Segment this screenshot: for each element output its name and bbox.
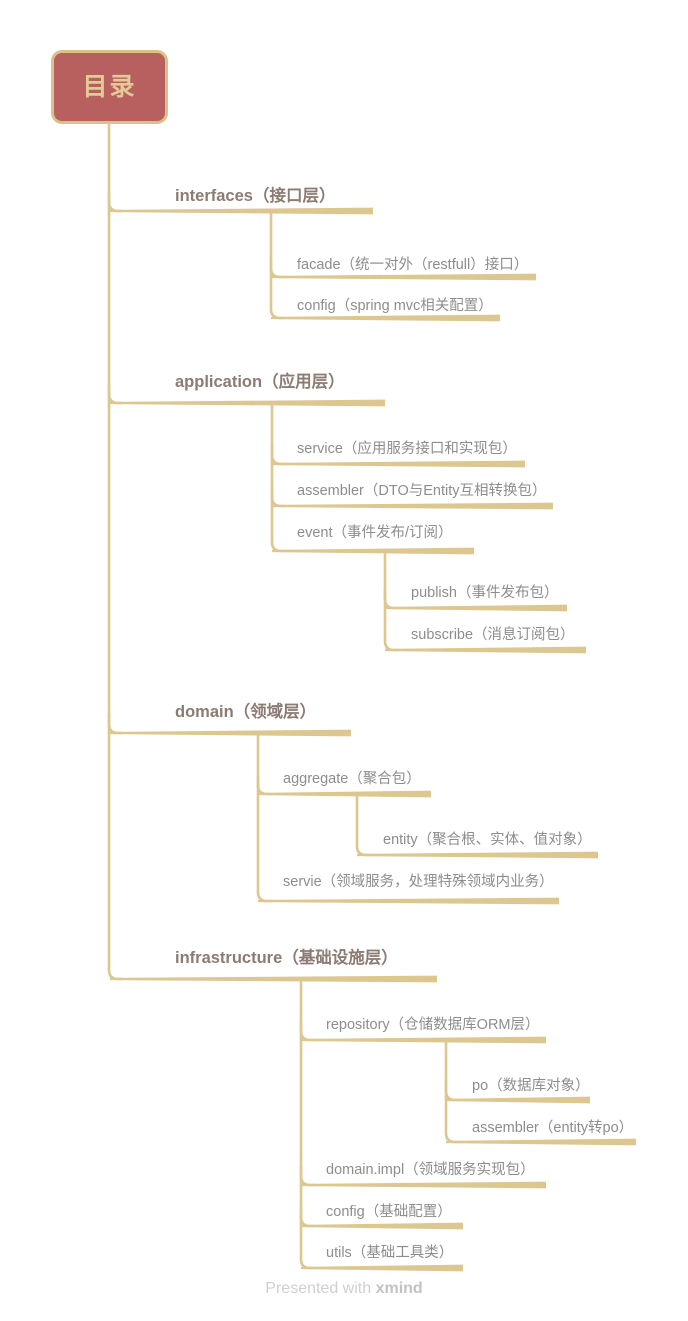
topic-label: infrastructure（基础设施层） — [175, 949, 398, 967]
topic-aggregate[interactable]: aggregate（聚合包） — [283, 772, 421, 787]
root-node-label: 目录 — [82, 72, 137, 101]
topic-servie[interactable]: servie（领域服务，处理特殊领域内业务） — [283, 875, 554, 890]
topic-event[interactable]: event（事件发布/订阅） — [297, 526, 453, 541]
topic-label: utils（基础工具类） — [326, 1245, 454, 1261]
topic-label: config（spring mvc相关配置） — [297, 298, 493, 314]
topic-label: repository（仓储数据库ORM层） — [326, 1017, 540, 1033]
topic-subscribe[interactable]: subscribe（消息订阅包） — [411, 628, 575, 643]
topic-label: service（应用服务接口和实现包） — [297, 441, 517, 457]
topic-po[interactable]: po（数据库对象） — [472, 1079, 590, 1094]
topic-label: subscribe（消息订阅包） — [411, 627, 575, 643]
topic-service[interactable]: service（应用服务接口和实现包） — [297, 442, 517, 457]
topic-label: event（事件发布/订阅） — [297, 525, 453, 541]
topic-publish[interactable]: publish（事件发布包） — [411, 586, 558, 601]
footer-brand: xmind — [375, 1280, 423, 1297]
topic-label: facade（统一对外（restfull）接口） — [297, 257, 529, 273]
topic-assembler-po[interactable]: assembler（entity转po） — [472, 1121, 633, 1136]
topic-config-base[interactable]: config（基础配置） — [326, 1205, 452, 1220]
topic-interfaces[interactable]: interfaces（接口层） — [175, 188, 335, 205]
topic-label: po（数据库对象） — [472, 1078, 590, 1094]
topic-config-mvc[interactable]: config（spring mvc相关配置） — [297, 299, 493, 314]
topic-label: domain（领域层） — [175, 703, 317, 721]
topic-assembler-dto[interactable]: assembler（DTO与Entity互相转换包） — [297, 484, 547, 499]
topic-label: config（基础配置） — [326, 1204, 452, 1220]
topic-label: publish（事件发布包） — [411, 585, 559, 601]
footer-watermark: Presented with xmind — [0, 1281, 688, 1297]
topic-label: assembler（DTO与Entity互相转换包） — [297, 483, 547, 499]
topic-label: entity（聚合根、实体、值对象） — [383, 832, 592, 848]
footer-prefix: Presented with — [265, 1280, 376, 1297]
topic-facade[interactable]: facade（统一对外（restfull）接口） — [297, 258, 528, 273]
topic-label: application（应用层） — [175, 373, 345, 391]
topic-application[interactable]: application（应用层） — [175, 374, 345, 391]
topic-entity[interactable]: entity（聚合根、实体、值对象） — [383, 833, 592, 848]
topic-label: assembler（entity转po） — [472, 1120, 634, 1136]
topic-utils[interactable]: utils（基础工具类） — [326, 1246, 453, 1261]
topic-repository[interactable]: repository（仓储数据库ORM层） — [326, 1018, 540, 1033]
topic-label: domain.impl（领域服务实现包） — [326, 1162, 535, 1178]
topic-infrastructure[interactable]: infrastructure（基础设施层） — [175, 950, 398, 967]
topic-label: aggregate（聚合包） — [283, 771, 421, 787]
root-node[interactable]: 目录 — [51, 50, 168, 124]
topic-domain[interactable]: domain（领域层） — [175, 704, 316, 721]
topic-label: interfaces（接口层） — [175, 187, 336, 205]
topic-label: servie（领域服务，处理特殊领域内业务） — [283, 874, 554, 890]
topic-domain-impl[interactable]: domain.impl（领域服务实现包） — [326, 1163, 535, 1178]
